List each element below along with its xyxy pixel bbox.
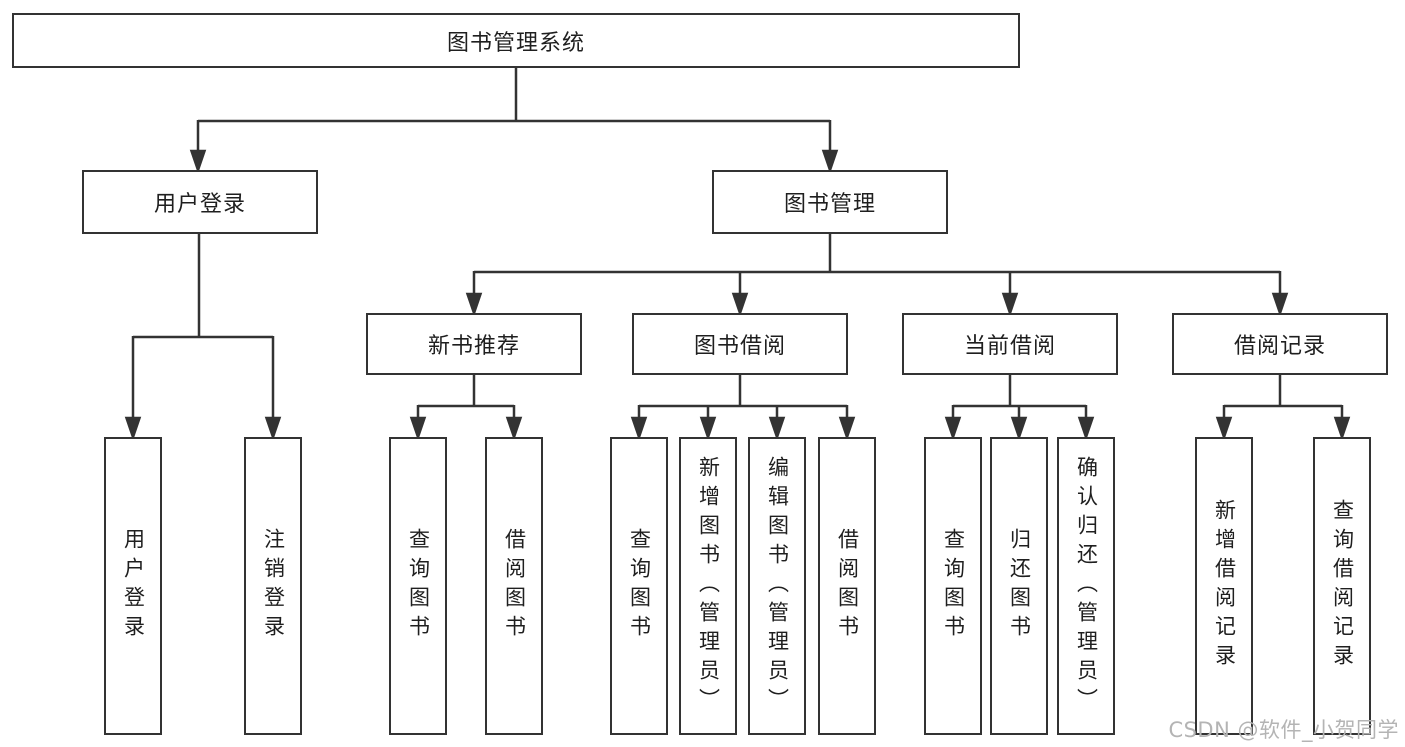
- node-label: 当前借阅: [963, 334, 1056, 359]
- node-label: 图书借阅: [693, 334, 786, 359]
- leaf-add-borrow-record: 新增借阅记录: [1195, 437, 1253, 735]
- node-label: 新增借阅记录: [1212, 499, 1237, 673]
- node-label: 图书管理系统: [446, 30, 585, 56]
- leaf-confirm-return-admin: 确认归还（管理员）: [1057, 437, 1115, 735]
- node-label: 编辑图书（管理员）: [765, 455, 790, 717]
- node-label: 借阅记录: [1233, 334, 1326, 359]
- leaf-query-borrow-record: 查询借阅记录: [1313, 437, 1371, 735]
- node-label: 查询图书: [627, 528, 652, 644]
- node-label: 借阅图书: [835, 528, 860, 644]
- node-label: 查询图书: [406, 528, 431, 644]
- connector-book-borrow-branch: [630, 375, 856, 441]
- connector-user-login-branch: [124, 234, 282, 441]
- node-label: 确认归还（管理员）: [1074, 455, 1099, 717]
- node-system-root: 图书管理系统: [12, 13, 1020, 68]
- node-book-management-module: 图书管理: [712, 170, 948, 234]
- leaf-query-books-borrow: 查询图书: [610, 437, 668, 735]
- connector-new-book-branch: [409, 375, 523, 441]
- leaf-query-books-current: 查询图书: [924, 437, 982, 735]
- node-label: 借阅图书: [502, 528, 527, 644]
- node-label: 归还图书: [1007, 528, 1032, 644]
- leaf-return-books: 归还图书: [990, 437, 1048, 735]
- leaf-borrow-books-recommend: 借阅图书: [485, 437, 543, 735]
- leaf-user-login: 用户登录: [104, 437, 162, 735]
- node-current-borrow: 当前借阅: [902, 313, 1118, 375]
- connector-borrow-records-branch: [1215, 375, 1351, 441]
- node-label: 注销登录: [261, 528, 286, 644]
- leaf-query-books-recommend: 查询图书: [389, 437, 447, 735]
- node-label: 图书管理: [783, 192, 876, 217]
- node-book-borrow: 图书借阅: [632, 313, 848, 375]
- leaf-edit-books-admin: 编辑图书（管理员）: [748, 437, 806, 735]
- node-label: 查询借阅记录: [1330, 499, 1355, 673]
- node-label: 新书推荐: [427, 334, 520, 359]
- leaf-logout: 注销登录: [244, 437, 302, 735]
- leaf-add-books-admin: 新增图书（管理员）: [679, 437, 737, 735]
- connector-root-branch: [189, 68, 839, 174]
- node-label: 用户登录: [153, 192, 246, 217]
- node-label: 新增图书（管理员）: [696, 455, 721, 717]
- node-user-login-module: 用户登录: [82, 170, 318, 234]
- connector-current-borrow-branch: [944, 375, 1095, 441]
- node-label: 查询图书: [941, 528, 966, 644]
- csdn-watermark: CSDN @软件_小贺同学: [1168, 718, 1399, 742]
- node-borrow-records: 借阅记录: [1172, 313, 1388, 375]
- leaf-borrow-books: 借阅图书: [818, 437, 876, 735]
- connector-book-mgmt-branch: [465, 234, 1289, 317]
- node-new-book-recommend: 新书推荐: [366, 313, 582, 375]
- node-label: 用户登录: [121, 528, 146, 644]
